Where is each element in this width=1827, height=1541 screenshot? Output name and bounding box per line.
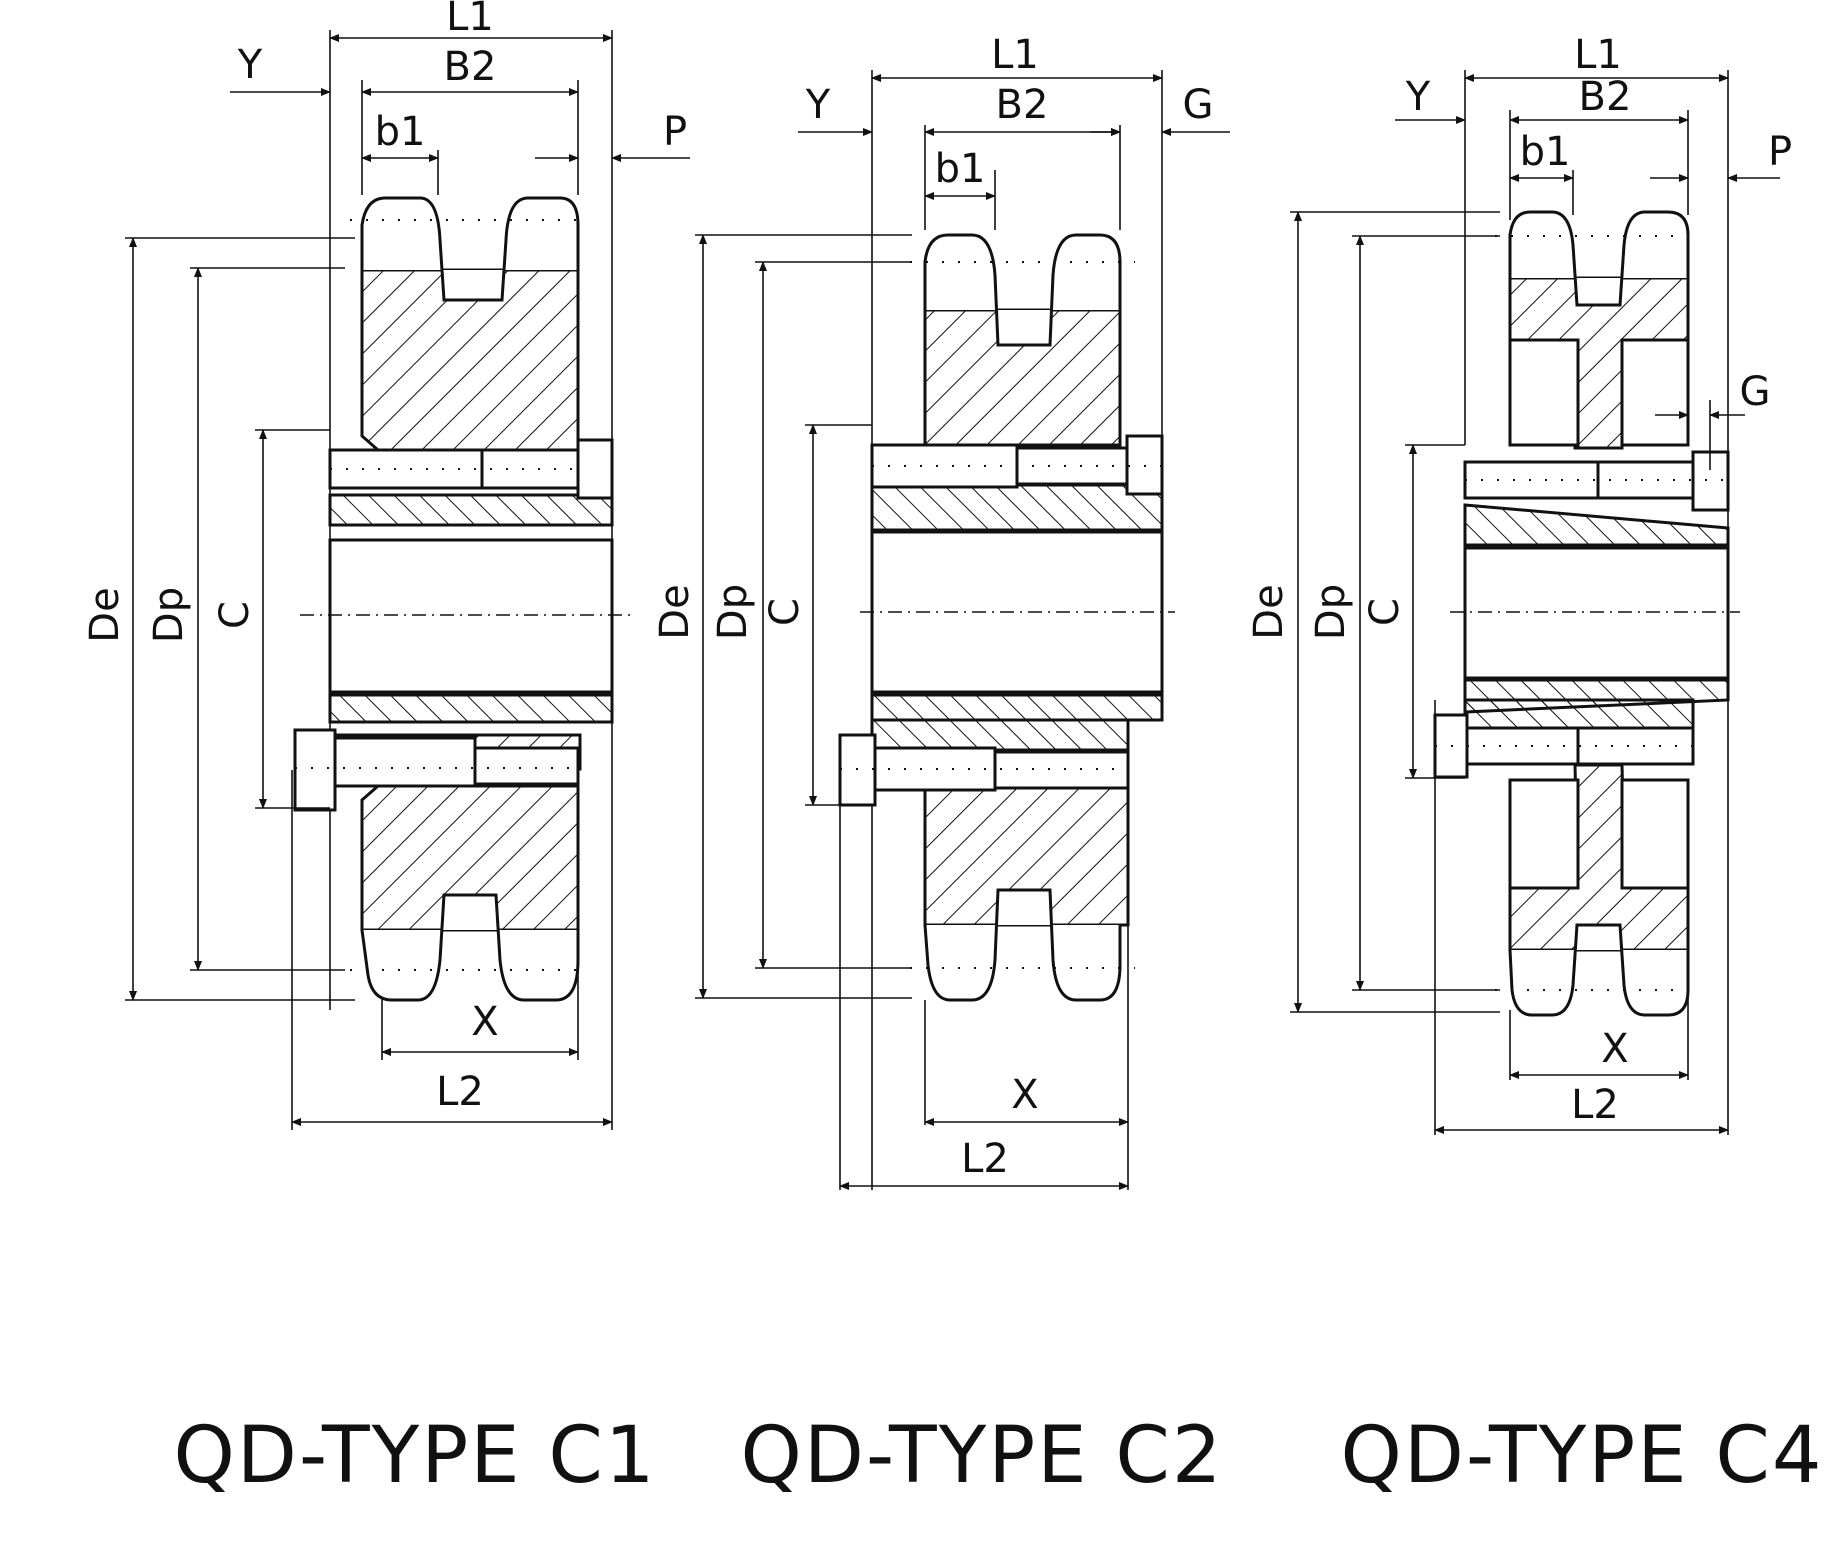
label-b2: B2	[1579, 74, 1632, 120]
bushing-taper-upper	[870, 483, 1164, 532]
label-b2: B2	[996, 82, 1049, 128]
bolt-head-top	[576, 438, 614, 500]
caption-qd-type-c1: QD-TYPE C1	[174, 1411, 657, 1501]
label-b1: b1	[1520, 129, 1571, 175]
bore	[1463, 546, 1730, 680]
bore	[328, 538, 614, 694]
bushing-flange	[870, 718, 1130, 752]
label-b1: b1	[935, 146, 986, 192]
label-x: X	[471, 999, 498, 1045]
label-c: C	[762, 598, 808, 626]
belt-groove-top	[360, 196, 580, 302]
label-l2: L2	[436, 1069, 484, 1115]
label-y: Y	[805, 82, 831, 128]
label-y: Y	[237, 42, 263, 88]
caption-qd-type-c4: QD-TYPE C4	[1341, 1411, 1824, 1501]
label-g: G	[1740, 369, 1771, 415]
label-de: De	[82, 587, 128, 642]
label-de: De	[1246, 584, 1292, 639]
bolt-head-bottom	[838, 733, 877, 807]
label-c: C	[212, 601, 258, 629]
label-g: G	[1183, 82, 1214, 128]
label-l1: L1	[446, 0, 494, 40]
label-x: X	[1011, 1072, 1038, 1118]
bushing-taper-upper	[328, 493, 614, 527]
cap-screw-thread-top	[1015, 446, 1129, 486]
label-c: C	[1362, 598, 1408, 626]
label-y: Y	[1405, 74, 1431, 120]
label-l2: L2	[1571, 1082, 1619, 1128]
cap-screw-top	[1463, 460, 1600, 500]
label-p: P	[1768, 129, 1792, 175]
bolt-head-bottom	[293, 728, 337, 812]
diagram-qd-type-c1: L1 B2 b1 Y P De Dp C X L2	[82, 0, 690, 1130]
bushing-taper-lower	[328, 693, 614, 724]
label-x: X	[1601, 1026, 1628, 1072]
label-b2: B2	[444, 44, 497, 90]
label-l1: L1	[991, 32, 1039, 78]
cap-screw-thread-top	[1596, 460, 1695, 500]
sheave-rim-section	[360, 784, 580, 932]
label-l1: L1	[1574, 32, 1622, 78]
sheave-cavity	[1508, 338, 1580, 447]
label-dp: Dp	[1308, 584, 1354, 640]
label-b1: b1	[375, 109, 426, 155]
bushing-taper-lower	[870, 693, 1164, 722]
label-dp: Dp	[710, 584, 756, 640]
sheave-cavity	[1508, 778, 1580, 890]
sheave-cavity	[1620, 778, 1690, 890]
diagram-qd-type-c4: L1 B2 b1 Y P G De Dp C X L2	[1246, 32, 1792, 1135]
belt-groove-bottom	[1508, 923, 1690, 1017]
cap-screw-thread-bottom	[993, 750, 1130, 790]
label-p: P	[663, 109, 687, 155]
belt-groove-bottom	[923, 888, 1122, 1002]
label-l2: L2	[961, 1136, 1009, 1182]
cap-screw-top	[870, 443, 1019, 489]
diagram-qd-type-c2: L1 B2 b1 Y G De Dp C X L2	[652, 32, 1230, 1190]
label-de: De	[652, 584, 698, 639]
sheave-cavity	[1620, 338, 1690, 447]
cap-screw-thread-bottom	[473, 746, 580, 786]
caption-qd-type-c2: QD-TYPE C2	[741, 1411, 1224, 1501]
bushing-taper-upper	[1463, 503, 1730, 547]
belt-groove-bottom	[360, 893, 580, 1002]
label-dp: Dp	[146, 587, 192, 643]
belt-groove-top	[1508, 210, 1690, 307]
